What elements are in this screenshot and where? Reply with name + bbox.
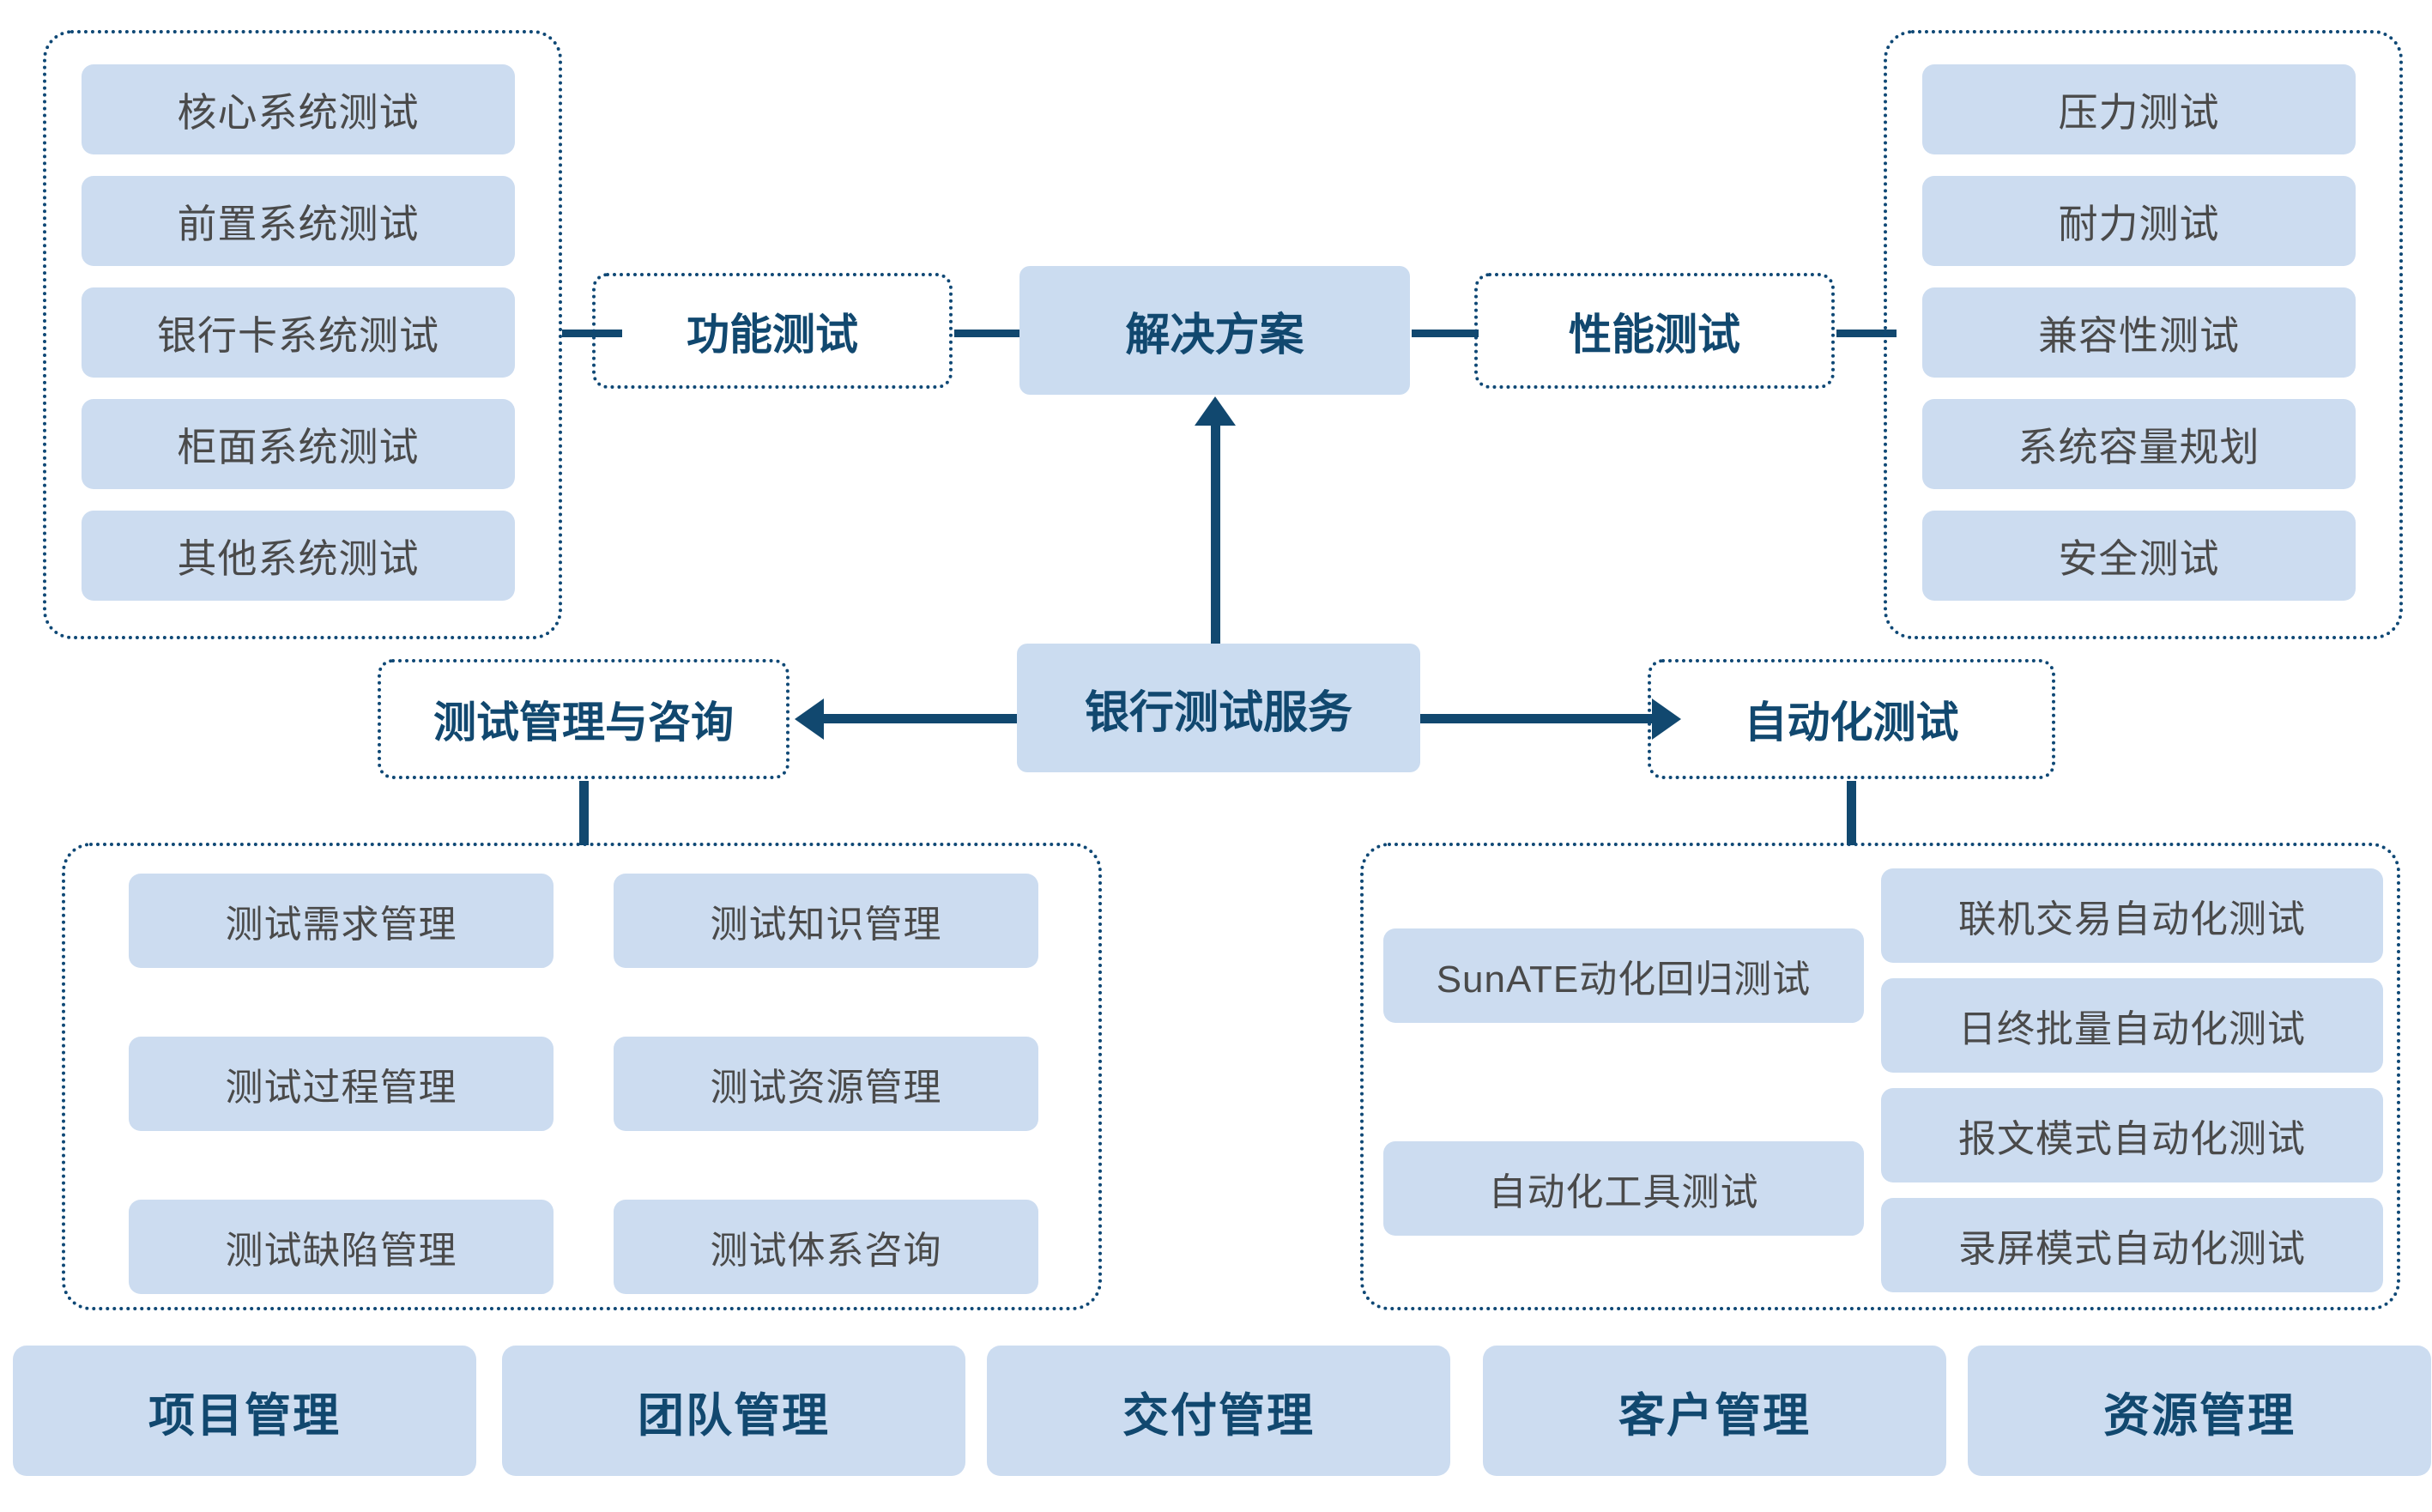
footer-chip-team-management[interactable]: 团队管理: [502, 1346, 965, 1476]
chip-label: 自动化工具测试: [1488, 1171, 1759, 1213]
node-functional-test[interactable]: 功能测试: [592, 273, 953, 389]
chip-counter-system-test[interactable]: 柜面系统测试: [82, 399, 515, 489]
chip-label: 系统容量规划: [2018, 424, 2260, 469]
footer-chip-resource-management[interactable]: 资源管理: [1968, 1346, 2431, 1476]
chip-label: 测试体系咨询: [710, 1230, 942, 1272]
footer-label: 交付管理: [1122, 1389, 1315, 1442]
footer-chip-customer-management[interactable]: 客户管理: [1483, 1346, 1946, 1476]
footer-label: 资源管理: [2103, 1389, 2296, 1442]
node-automation-test[interactable]: 自动化测试: [1648, 659, 2055, 779]
test-management-panel: [62, 843, 1102, 1310]
performance-test-panel: [1884, 30, 2403, 639]
footer-chip-delivery-management[interactable]: 交付管理: [987, 1346, 1450, 1476]
node-performance-test[interactable]: 性能测试: [1474, 273, 1835, 389]
chip-test-system-consulting[interactable]: 测试体系咨询: [614, 1200, 1038, 1294]
chip-label: 其他系统测试: [177, 535, 420, 581]
connector-service-to-automation-line: [1420, 714, 1652, 723]
chip-label: 日终批量自动化测试: [1958, 1008, 2306, 1050]
node-label: 银行测试服务: [1084, 687, 1352, 738]
chip-sunate-regression-test[interactable]: SunATE动化回归测试: [1383, 928, 1864, 1023]
footer-chip-project-management[interactable]: 项目管理: [13, 1346, 476, 1476]
chip-label: 兼容性测试: [2038, 312, 2240, 358]
chip-test-process-management[interactable]: 测试过程管理: [129, 1037, 554, 1131]
chip-test-knowledge-management[interactable]: 测试知识管理: [614, 874, 1038, 968]
chip-label: 安全测试: [2058, 535, 2220, 581]
chip-core-system-test[interactable]: 核心系统测试: [82, 64, 515, 154]
chip-label: 测试资源管理: [710, 1067, 942, 1109]
chip-online-transaction-automation-test[interactable]: 联机交易自动化测试: [1881, 868, 2383, 963]
node-solution[interactable]: 解决方案: [1019, 266, 1410, 395]
chip-label: 联机交易自动化测试: [1958, 898, 2306, 940]
automation-test-panel: [1360, 843, 2400, 1310]
chip-stress-test[interactable]: 压力测试: [1922, 64, 2356, 154]
chip-compatibility-test[interactable]: 兼容性测试: [1922, 287, 2356, 378]
chip-security-test[interactable]: 安全测试: [1922, 511, 2356, 601]
chip-test-resource-management[interactable]: 测试资源管理: [614, 1037, 1038, 1131]
chip-front-system-test[interactable]: 前置系统测试: [82, 176, 515, 266]
chip-bankcard-system-test[interactable]: 银行卡系统测试: [82, 287, 515, 378]
chip-label: 测试知识管理: [710, 904, 942, 946]
chip-message-mode-automation-test[interactable]: 报文模式自动化测试: [1881, 1088, 2383, 1182]
chip-endurance-test[interactable]: 耐力测试: [1922, 176, 2356, 266]
connector-solution-to-performance: [1412, 330, 1479, 337]
chip-label: 前置系统测试: [177, 201, 420, 246]
chip-label: 银行卡系统测试: [157, 312, 439, 358]
connector-functional-to-solution: [954, 330, 1021, 337]
node-test-management-consulting[interactable]: 测试管理与咨询: [378, 659, 789, 779]
connector-service-to-management-line: [824, 714, 1017, 723]
chip-label: 柜面系统测试: [177, 424, 420, 469]
node-label: 功能测试: [687, 310, 858, 359]
footer-label: 团队管理: [638, 1389, 830, 1442]
connector-automation-down-stub: [1847, 781, 1856, 845]
footer-label: 项目管理: [148, 1389, 341, 1442]
arrow-head-left-to-management: [795, 699, 824, 740]
footer-label: 客户管理: [1618, 1389, 1811, 1442]
chip-label: 录屏模式自动化测试: [1958, 1228, 2306, 1270]
functional-test-panel: [43, 30, 562, 639]
arrow-head-up-to-solution: [1195, 396, 1236, 426]
node-label: 测试管理与咨询: [433, 699, 734, 747]
chip-other-system-test[interactable]: 其他系统测试: [82, 511, 515, 601]
chip-test-defect-management[interactable]: 测试缺陷管理: [129, 1200, 554, 1294]
chip-capacity-planning[interactable]: 系统容量规划: [1922, 399, 2356, 489]
arrow-head-right-to-automation: [1652, 699, 1681, 740]
chip-label: 测试缺陷管理: [225, 1230, 457, 1272]
node-bank-testing-service[interactable]: 银行测试服务: [1017, 644, 1420, 772]
chip-label: SunATE动化回归测试: [1436, 959, 1812, 1001]
node-label: 性能测试: [1569, 310, 1740, 359]
chip-automation-tool-test[interactable]: 自动化工具测试: [1383, 1141, 1864, 1236]
chip-label: 耐力测试: [2058, 201, 2220, 246]
chip-eod-batch-automation-test[interactable]: 日终批量自动化测试: [1881, 978, 2383, 1073]
node-label: 自动化测试: [1744, 699, 1959, 747]
node-label: 解决方案: [1125, 310, 1304, 360]
chip-label: 测试过程管理: [225, 1067, 457, 1109]
chip-label: 测试需求管理: [225, 904, 457, 946]
chip-screen-record-automation-test[interactable]: 录屏模式自动化测试: [1881, 1198, 2383, 1292]
connector-management-down-stub: [579, 781, 589, 845]
chip-label: 核心系统测试: [177, 89, 420, 135]
connector-performance-node-to-panel: [1836, 330, 1897, 337]
chip-test-requirement-management[interactable]: 测试需求管理: [129, 874, 554, 968]
chip-label: 报文模式自动化测试: [1958, 1118, 2306, 1160]
connector-service-to-solution-line: [1211, 425, 1220, 644]
chip-label: 压力测试: [2058, 89, 2220, 135]
